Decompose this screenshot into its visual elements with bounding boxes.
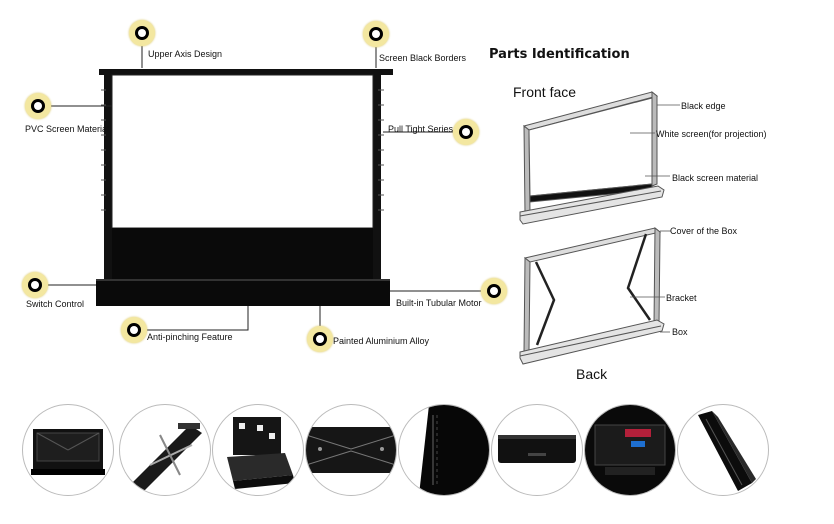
thumb-side-edge — [398, 404, 490, 496]
closed-box-view-icon — [498, 435, 576, 463]
left-frame-edge — [104, 75, 112, 285]
screen-side-edge-icon — [419, 405, 489, 495]
part-black-edge: Black edge — [681, 101, 726, 111]
label-tubular-motor: Built-in Tubular Motor — [396, 298, 482, 308]
black-lower-material — [112, 228, 373, 280]
base-box-highlight — [96, 279, 390, 281]
back-figure — [519, 226, 665, 365]
marker-upper-axis — [129, 20, 155, 46]
label-upper-axis: Upper Axis Design — [148, 49, 223, 59]
front-face-label: Front face — [513, 84, 577, 100]
part-box-cover: Cover of the Box — [670, 226, 738, 236]
marker-pull-tight — [453, 119, 479, 145]
white-screen — [111, 74, 374, 229]
marker-tubular-motor — [481, 278, 507, 304]
marker-pvc-material — [25, 93, 51, 119]
part-black-material: Black screen material — [672, 173, 759, 183]
scissor-bracket-detail-icon — [130, 423, 202, 493]
motor-interior-detail-icon — [585, 405, 675, 495]
marker-switch-control — [22, 272, 48, 298]
label-pull-tight: Pull Tight Series — [388, 124, 454, 134]
upper-axis-bar — [99, 69, 393, 75]
label-anti-pinching: Anti-pinching Feature — [147, 332, 233, 342]
back-label: Back — [576, 366, 608, 382]
left-rib-marks — [101, 89, 106, 211]
label-aluminium: Painted Aluminium Alloy — [333, 336, 430, 346]
right-frame-edge — [373, 75, 381, 285]
thumb-closed-box — [491, 404, 583, 496]
thumb-case-top — [305, 404, 397, 496]
part-white-screen: White screen(for projection) — [656, 129, 767, 139]
case-top-detail-icon — [306, 427, 396, 473]
marker-aluminium — [307, 326, 333, 352]
thumb-scissor-bracket — [119, 404, 211, 496]
callout-leaders — [46, 37, 481, 331]
bracket-frame-view-icon — [227, 417, 295, 489]
thumb-motor-interior — [584, 404, 676, 496]
thumb-bracket-frame — [212, 404, 304, 496]
part-bracket: Bracket — [666, 293, 697, 303]
label-pvc-material: PVC Screen Material — [25, 124, 110, 134]
marker-black-borders — [363, 21, 389, 47]
screen-angle-view-icon — [698, 411, 756, 491]
screen-front-view-icon — [31, 429, 105, 475]
base-box — [96, 279, 390, 306]
thumb-screen-front — [22, 404, 114, 496]
thumb-screen-angle — [677, 404, 769, 496]
label-black-borders: Screen Black Borders — [379, 53, 467, 63]
part-box: Box — [672, 327, 688, 337]
label-switch-control: Switch Control — [26, 299, 85, 309]
right-rib-marks — [378, 89, 384, 211]
marker-anti-pinching — [121, 317, 147, 343]
parts-heading: Parts Identification — [489, 47, 630, 62]
front-face-figure — [519, 90, 665, 225]
